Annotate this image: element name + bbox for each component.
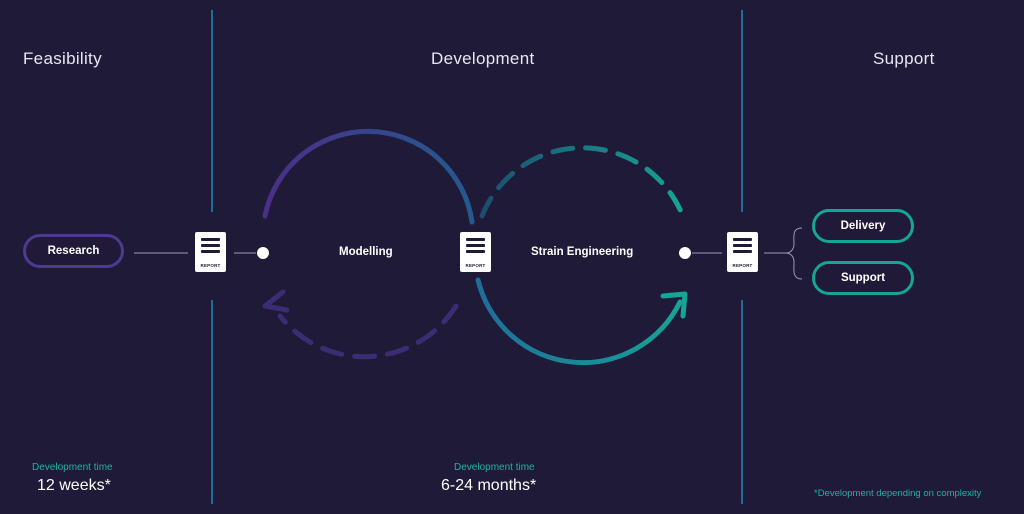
report-caption: REPORT — [200, 263, 221, 268]
feasibility-time-value: 12 weeks* — [37, 477, 111, 494]
node-research: Research — [23, 234, 124, 268]
strain-arrowhead — [660, 291, 688, 319]
modelling-arc-solid — [262, 128, 475, 225]
node-strain-engineering: Strain Engineering — [531, 246, 634, 258]
report-caption: REPORT — [465, 263, 486, 268]
phase-title-feasibility: Feasibility — [23, 49, 102, 68]
node-delivery: Delivery — [812, 209, 914, 243]
complexity-footnote: *Development depending on complexity — [814, 488, 982, 499]
dot-strain-end — [679, 247, 691, 259]
node-modelling: Modelling — [339, 246, 393, 258]
dot-modelling-start — [257, 247, 269, 259]
branch-brace — [785, 227, 803, 280]
development-time-value: 6-24 months* — [441, 477, 537, 494]
modelling-arrowhead — [262, 289, 290, 313]
strain-arc-solid — [475, 277, 683, 366]
report-document-icon: REPORT — [727, 232, 758, 272]
phase-title-development: Development — [431, 49, 535, 68]
report-document-icon: REPORT — [460, 232, 491, 272]
node-support: Support — [812, 261, 914, 295]
feasibility-time-label: Development time — [32, 462, 113, 473]
report-caption: REPORT — [732, 263, 753, 268]
phase-title-support: Support — [873, 49, 935, 68]
development-time-label: Development time — [454, 462, 535, 473]
modelling-arc-dashed — [277, 303, 459, 360]
strain-arc-dashed — [479, 145, 685, 219]
report-document-icon: REPORT — [195, 232, 226, 272]
